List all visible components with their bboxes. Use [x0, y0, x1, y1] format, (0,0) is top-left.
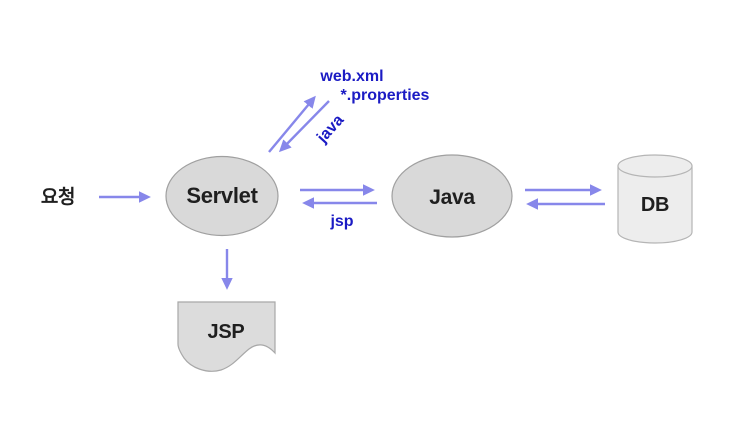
jsp-document-node	[177, 301, 276, 372]
config-label-properties: *.properties	[341, 87, 430, 104]
jsp-edge-label: jsp	[329, 213, 353, 230]
config-label-webxml: web.xml	[319, 68, 383, 85]
jsp-node-label: JSP	[208, 321, 245, 343]
java-node-label: Java	[429, 186, 475, 209]
servlet-label: Servlet	[186, 183, 258, 208]
arrow-config-to-servlet	[278, 100, 330, 153]
db-cylinder-top	[617, 154, 693, 178]
java-node	[391, 154, 513, 238]
request-label: 요청	[41, 186, 75, 208]
db-cylinder-node	[617, 154, 693, 244]
java-edge-label: java	[313, 112, 347, 147]
arrow-servlet-to-config	[268, 95, 316, 153]
db-cylinder-body	[617, 166, 693, 244]
db-label: DB	[641, 194, 669, 216]
servlet-node	[165, 155, 279, 237]
